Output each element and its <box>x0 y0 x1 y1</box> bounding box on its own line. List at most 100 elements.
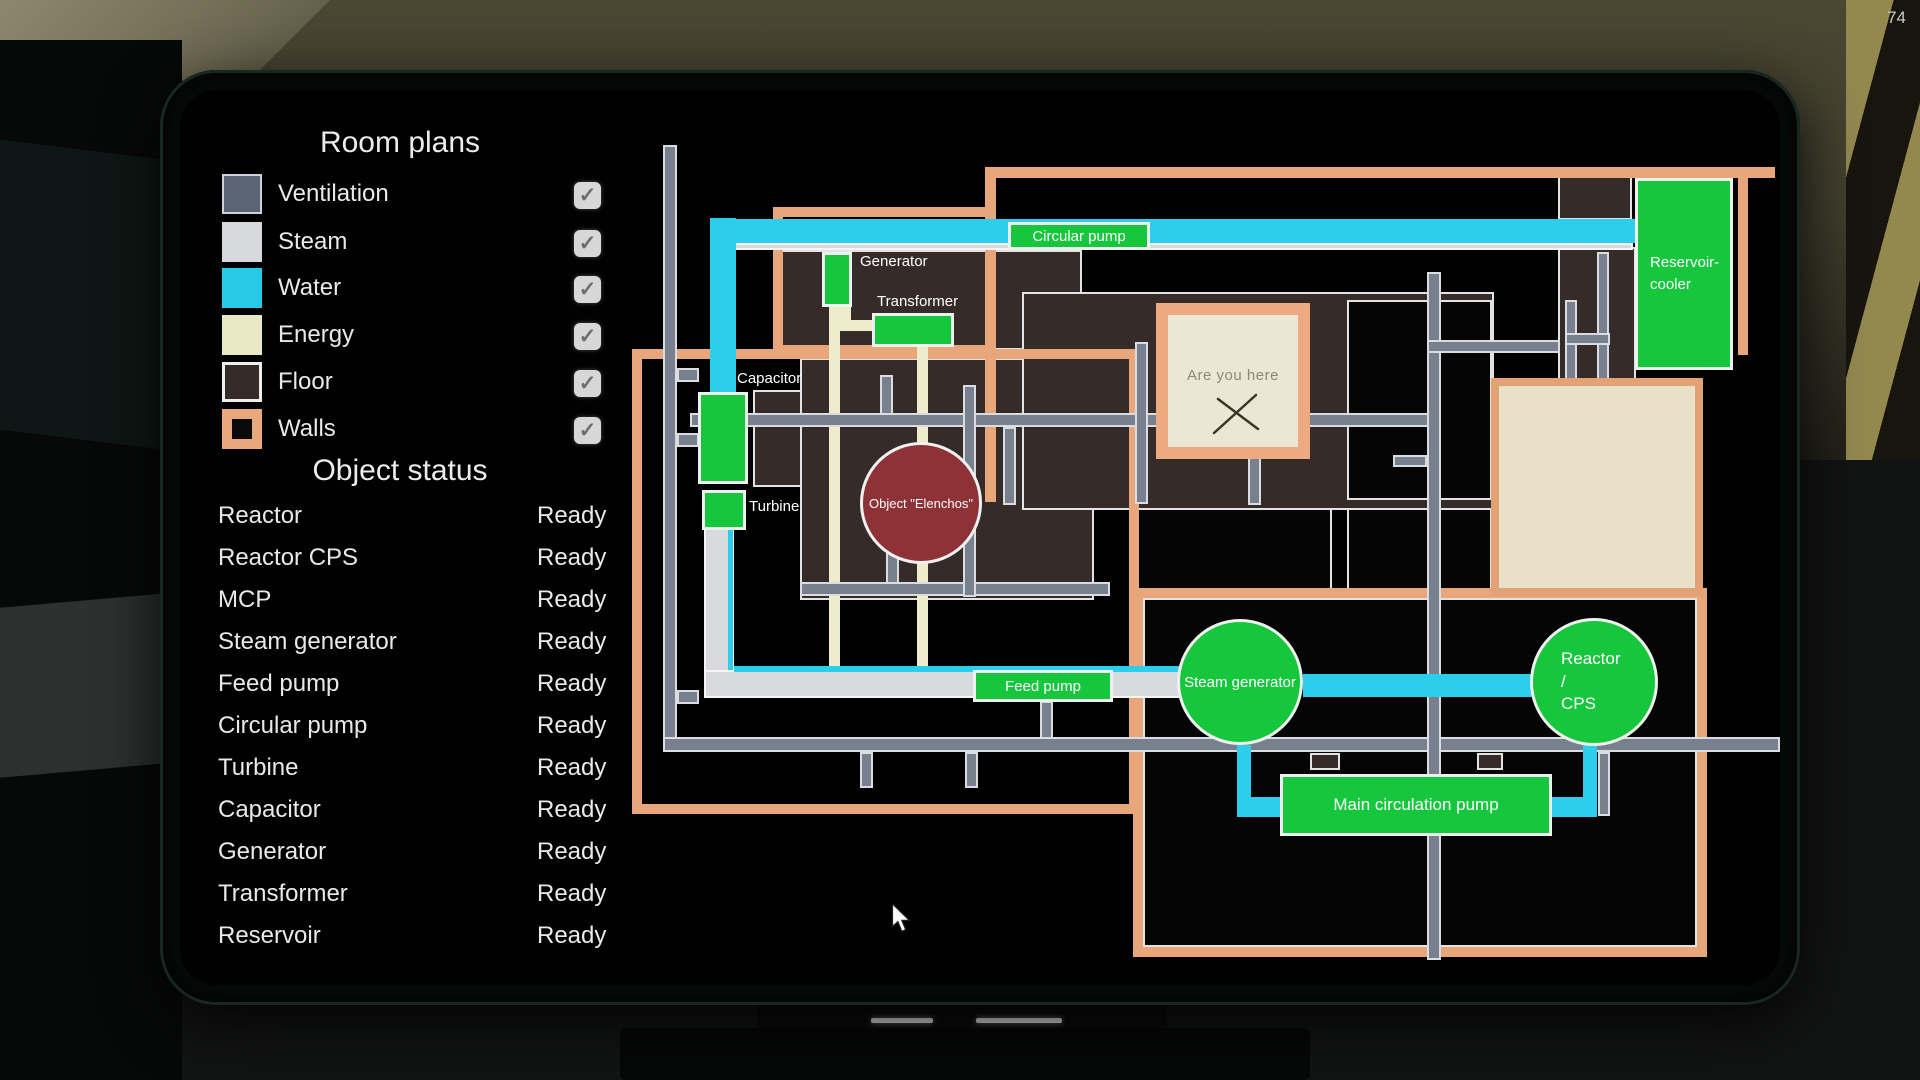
reactor-cps-label-line3: CPS <box>1561 694 1596 714</box>
steam-pipe-thin-top <box>733 243 1633 250</box>
transformer-box <box>872 313 954 347</box>
wall-reservoir-right <box>1738 175 1748 355</box>
screen: Room plans Ventilation ✓ Steam ✓ Water ✓… <box>180 90 1780 985</box>
legend-label-floor: Floor <box>278 368 333 395</box>
legend-label-water: Water <box>278 274 342 301</box>
water-pipe-down <box>1237 745 1251 803</box>
vent-stub <box>1598 752 1610 816</box>
wall-bottom-right-room <box>1133 588 1707 957</box>
status-name: MCP <box>218 586 272 613</box>
floor-small-box <box>1310 753 1340 770</box>
circular-pump-label: Circular pump <box>1032 227 1126 245</box>
checkmark-icon: ✓ <box>578 184 597 207</box>
room-plans-title: Room plans <box>319 126 481 159</box>
stand-light-strip <box>976 1018 1062 1023</box>
vent-stub <box>1248 457 1261 505</box>
checkmark-icon: ✓ <box>578 232 597 255</box>
status-name: Capacitor <box>218 796 321 823</box>
hazard-stripe-column <box>1846 0 1920 475</box>
status-value: Ready <box>537 754 607 781</box>
status-name: Reactor <box>218 502 303 529</box>
status-value: Ready <box>537 796 607 823</box>
vent-stub <box>1393 455 1427 467</box>
capacitor-box <box>698 392 748 484</box>
legend-checkbox-water[interactable]: ✓ <box>574 276 601 303</box>
main-circulation-pump-label: Main circulation pump <box>1333 795 1499 814</box>
vent-pipe-mid2-horizontal <box>800 582 1110 596</box>
legend-swatch-ventilation <box>222 174 262 214</box>
legend-swatch-water <box>222 268 262 308</box>
vent-pipe-vertical <box>1135 342 1148 504</box>
vent-pipe-mid-horizontal <box>690 413 1430 427</box>
legend-checkbox-floor[interactable]: ✓ <box>574 370 601 397</box>
reactor-cps-label-line2: / <box>1561 671 1566 691</box>
status-value: Ready <box>537 838 607 865</box>
status-name: Reservoir <box>218 922 321 949</box>
vent-stub <box>860 752 873 788</box>
floor-reservoir-room-a <box>1558 176 1632 220</box>
reactor-cps-circle: Reactor / CPS <box>1530 618 1658 746</box>
status-value: Ready <box>537 586 607 613</box>
object-elenchos-label: Object "Elenchos" <box>869 495 973 511</box>
status-value: Ready <box>537 922 607 949</box>
reservoir-cooler-label: Reservoir-cooler <box>1650 253 1720 294</box>
energy-line-elbow <box>840 320 872 331</box>
legend-swatch-energy <box>222 315 262 355</box>
turbine-label: Turbine <box>749 498 800 515</box>
status-value: Ready <box>537 712 607 739</box>
transformer-label: Transformer <box>877 293 959 310</box>
are-you-here-label: Are you here <box>1187 367 1279 384</box>
x-mark-icon <box>1212 393 1260 435</box>
legend-swatch-floor <box>222 362 262 402</box>
vent-stub <box>1003 427 1016 505</box>
vent-stub <box>677 368 699 382</box>
mouse-cursor-icon <box>891 904 911 933</box>
status-name: Reactor CPS <box>218 544 359 571</box>
legend-swatch-walls <box>222 409 262 449</box>
stand-light-strip <box>871 1018 933 1023</box>
energy-line-elbow <box>840 305 851 331</box>
checkmark-icon: ✓ <box>578 419 597 442</box>
reservoir-cooler-box: Reservoir-cooler <box>1635 178 1733 370</box>
vent-pipe-horizontal <box>1427 340 1560 353</box>
legend-label-steam: Steam <box>278 228 348 255</box>
room-dark-low-2 <box>1347 508 1492 592</box>
legend-checkbox-energy[interactable]: ✓ <box>574 323 601 350</box>
vent-stub <box>1565 333 1610 345</box>
monitor-base <box>620 1028 1310 1080</box>
legend-label-walls: Walls <box>278 415 336 442</box>
water-line-thin <box>734 666 1180 672</box>
status-name: Steam generator <box>218 628 397 655</box>
feed-pump-label: Feed pump <box>1005 677 1081 695</box>
steam-generator-circle: Steam generator <box>1177 619 1303 745</box>
vent-stub <box>677 690 699 704</box>
status-name: Transformer <box>218 880 348 907</box>
water-line-thin <box>728 522 733 670</box>
status-name: Generator <box>218 838 327 865</box>
legend-checkbox-steam[interactable]: ✓ <box>574 230 601 257</box>
reactor-cps-label-line1: Reactor <box>1561 648 1621 668</box>
status-value: Ready <box>537 628 607 655</box>
circular-pump-box: Circular pump <box>1008 222 1150 250</box>
water-pipe-top-horizontal <box>710 219 1638 243</box>
vent-pipe-left-vertical <box>663 145 677 752</box>
status-value: Ready <box>537 880 607 907</box>
checkmark-icon: ✓ <box>578 372 597 395</box>
vent-pipe-right-vertical <box>1427 272 1441 960</box>
water-pipe-elbow <box>1237 797 1283 817</box>
turbine-box <box>702 490 746 530</box>
water-pipe-down <box>1583 745 1597 807</box>
legend-checkbox-ventilation[interactable]: ✓ <box>574 182 601 209</box>
checkmark-icon: ✓ <box>578 278 597 301</box>
legend-label-ventilation: Ventilation <box>278 180 389 207</box>
water-pipe-elbow <box>1551 797 1597 817</box>
object-elenchos-circle: Object "Elenchos" <box>860 442 982 564</box>
generator-label: Generator <box>860 253 928 270</box>
status-name: Circular pump <box>218 712 368 739</box>
status-name: Feed pump <box>218 670 340 697</box>
status-value: Ready <box>537 670 607 697</box>
machinery-slab <box>0 592 178 778</box>
legend-checkbox-walls[interactable]: ✓ <box>574 417 601 444</box>
water-pipe-left-vertical <box>710 218 736 396</box>
room-dark-low-1 <box>1130 508 1332 592</box>
